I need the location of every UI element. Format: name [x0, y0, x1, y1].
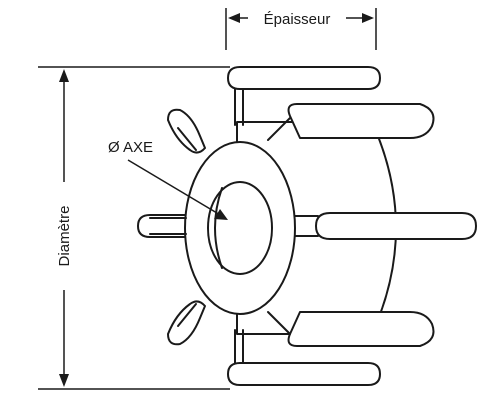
diameter-arrow-bottom-icon [59, 374, 69, 387]
blade-top [227, 66, 381, 90]
thickness-label: Épaisseur [264, 11, 331, 28]
thickness-arrow-right-icon [362, 13, 374, 23]
diameter-label: Diamètre [56, 206, 73, 267]
thickness-dimension: Épaisseur [225, 8, 377, 50]
blade-lower-right [287, 311, 435, 347]
blade-upper-right [287, 103, 435, 139]
blade-right [315, 212, 477, 240]
shaft-callout: Ø AXE [108, 139, 228, 220]
impeller [137, 66, 477, 386]
stem-upper-left [177, 127, 197, 151]
diameter-arrow-top-icon [59, 69, 69, 82]
blade-lower-right-root [267, 311, 291, 335]
shaft-label: Ø AXE [108, 139, 153, 156]
shaft-bore [207, 181, 273, 275]
blade-upper-right-root [267, 117, 291, 141]
shaft-bore-inner-edge [214, 187, 223, 269]
diameter-dimension: Diamètre [38, 66, 230, 390]
blade-lower-left [167, 300, 206, 346]
thickness-arrow-left-icon [228, 13, 240, 23]
stem-lower-left [177, 303, 197, 327]
blade-bottom [227, 362, 381, 386]
blade-upper-left [167, 108, 206, 154]
shaft-leader-line [127, 159, 223, 217]
shaft-leader-arrow-icon [214, 209, 228, 220]
